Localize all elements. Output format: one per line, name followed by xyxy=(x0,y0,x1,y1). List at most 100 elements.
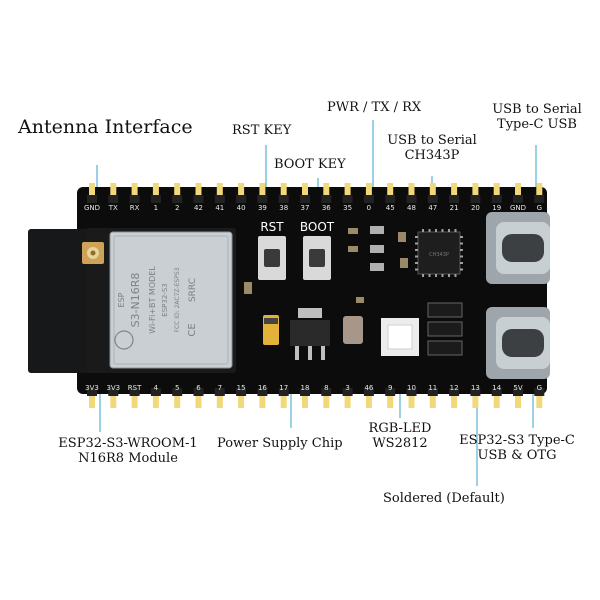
chip-pin xyxy=(460,268,463,271)
top-pin-label: 0 xyxy=(367,204,371,212)
bottom-pin xyxy=(280,394,287,408)
top-pin xyxy=(174,183,181,197)
chip-pin xyxy=(415,268,418,271)
top-pin-base xyxy=(470,195,481,203)
boot-silk-label: BOOT xyxy=(300,220,335,234)
chip-pin xyxy=(428,274,431,277)
bottom-pin-label: 3V3 xyxy=(85,384,99,392)
top-pin xyxy=(408,183,415,197)
chip-pin xyxy=(441,274,444,277)
module-text-1: S3-N16R8 xyxy=(129,273,142,328)
bottom-pin-label: 14 xyxy=(492,384,501,392)
bottom-pin-label: 12 xyxy=(450,384,459,392)
usb-serial-chip-line-2: CH343P xyxy=(404,147,460,163)
top-pin-label: GND xyxy=(510,204,526,212)
bottom-pin-label: 17 xyxy=(279,384,288,392)
bottom-pin-label: 11 xyxy=(428,384,437,392)
top-pin-base xyxy=(108,195,119,203)
ch343p-chip xyxy=(417,231,461,275)
chip-pin xyxy=(460,236,463,238)
top-pin-label: 2 xyxy=(175,204,179,212)
top-pin-label: 45 xyxy=(386,204,395,212)
top-pin xyxy=(451,183,458,197)
chip-pin xyxy=(448,274,450,277)
top-pin-label: 41 xyxy=(215,204,224,212)
bottom-pin xyxy=(110,394,117,408)
rst-silk-label: RST xyxy=(260,220,284,234)
top-pin xyxy=(152,183,159,197)
chip-pin xyxy=(448,229,450,232)
bottom-pin-label: RST xyxy=(128,384,142,392)
rst-key-label: RST KEY xyxy=(232,123,292,138)
boot-key-label: BOOT KEY xyxy=(274,157,346,172)
bottom-pin-label: 3 xyxy=(345,384,349,392)
top-pin-label: 38 xyxy=(279,204,288,212)
top-pin xyxy=(344,183,351,197)
bottom-pin-base xyxy=(300,388,310,396)
bottom-pin xyxy=(451,394,458,408)
bottom-pin-base xyxy=(534,388,545,396)
bottom-pin-label: 5V xyxy=(513,384,522,392)
top-pin-base xyxy=(427,195,438,203)
top-pin-label: 20 xyxy=(471,204,480,212)
top-pin-label: 37 xyxy=(301,204,310,212)
bottom-pin xyxy=(536,394,543,408)
chip-pin xyxy=(460,249,463,251)
bottom-pin xyxy=(89,394,95,408)
chip-pin xyxy=(415,249,418,251)
esp-typec-line-1: ESP32-S3 Type-C xyxy=(459,433,575,448)
top-pin xyxy=(238,183,245,197)
bottom-pin-base xyxy=(470,388,481,396)
module-markings: S3-N16R8 Wi-Fi+BT MODEL ESP32-S3 FCC ID:… xyxy=(129,266,198,337)
module-shield xyxy=(109,231,233,369)
module-text-5: CE xyxy=(187,323,198,336)
chip-pin xyxy=(454,274,457,277)
rgb-led-line-1: RGB-LED xyxy=(368,421,432,436)
bottom-pin-label: 46 xyxy=(364,384,373,392)
top-pin-label: 19 xyxy=(492,204,501,212)
module-vendor-mark: SRRC xyxy=(188,278,198,302)
top-pin xyxy=(110,183,117,197)
bottom-pin-base xyxy=(385,388,396,396)
top-pin-label: RX xyxy=(130,204,140,212)
top-pin xyxy=(280,183,287,197)
usb-serial-chip-line-1: USB to Serial xyxy=(387,133,477,148)
module-text-3: ESP32-S3 xyxy=(161,283,169,316)
bottom-pin xyxy=(387,394,394,408)
module-label-line-2: N16R8 Module xyxy=(78,450,178,466)
bottom-pin-base xyxy=(363,388,374,396)
chip-marking: CH343P xyxy=(429,252,449,258)
top-pin-base xyxy=(214,195,225,203)
top-pin-base xyxy=(513,195,523,203)
top-pin-label: 21 xyxy=(450,204,459,212)
top-pin xyxy=(216,183,223,197)
power-supply-chip-label: Power Supply Chip xyxy=(217,436,343,451)
bottom-pin-base xyxy=(193,388,204,396)
top-pin-label: 39 xyxy=(258,204,267,212)
bottom-pin xyxy=(429,394,436,408)
module-label-line-1: ESP32-S3-WROOM-1 xyxy=(58,436,198,451)
bottom-pin-base xyxy=(406,388,417,396)
top-pin-base xyxy=(363,195,374,203)
top-pin-label: G xyxy=(537,204,542,212)
bottom-pin-base xyxy=(342,388,353,396)
chip-pin xyxy=(422,274,424,277)
bottom-pin-label: 13 xyxy=(471,384,480,392)
chip-pin xyxy=(460,255,463,258)
top-pin-base xyxy=(385,195,396,203)
bottom-pin xyxy=(216,394,223,408)
bottom-pin xyxy=(472,394,479,408)
bottom-pin-label: 18 xyxy=(301,384,310,392)
top-pin xyxy=(89,183,95,197)
bottom-pin xyxy=(238,394,245,408)
bottom-pin-base xyxy=(449,388,460,396)
top-pin-label: 47 xyxy=(428,204,437,212)
capacitor xyxy=(343,316,363,344)
bottom-pin-base xyxy=(321,388,332,396)
bottom-pin-label: 7 xyxy=(218,384,222,392)
module-logo-icon xyxy=(114,330,134,350)
bottom-pin xyxy=(323,394,330,408)
module-text-4: FCC ID: 2AC7Z-ESPS3 xyxy=(174,267,181,332)
bottom-pin xyxy=(152,394,159,408)
